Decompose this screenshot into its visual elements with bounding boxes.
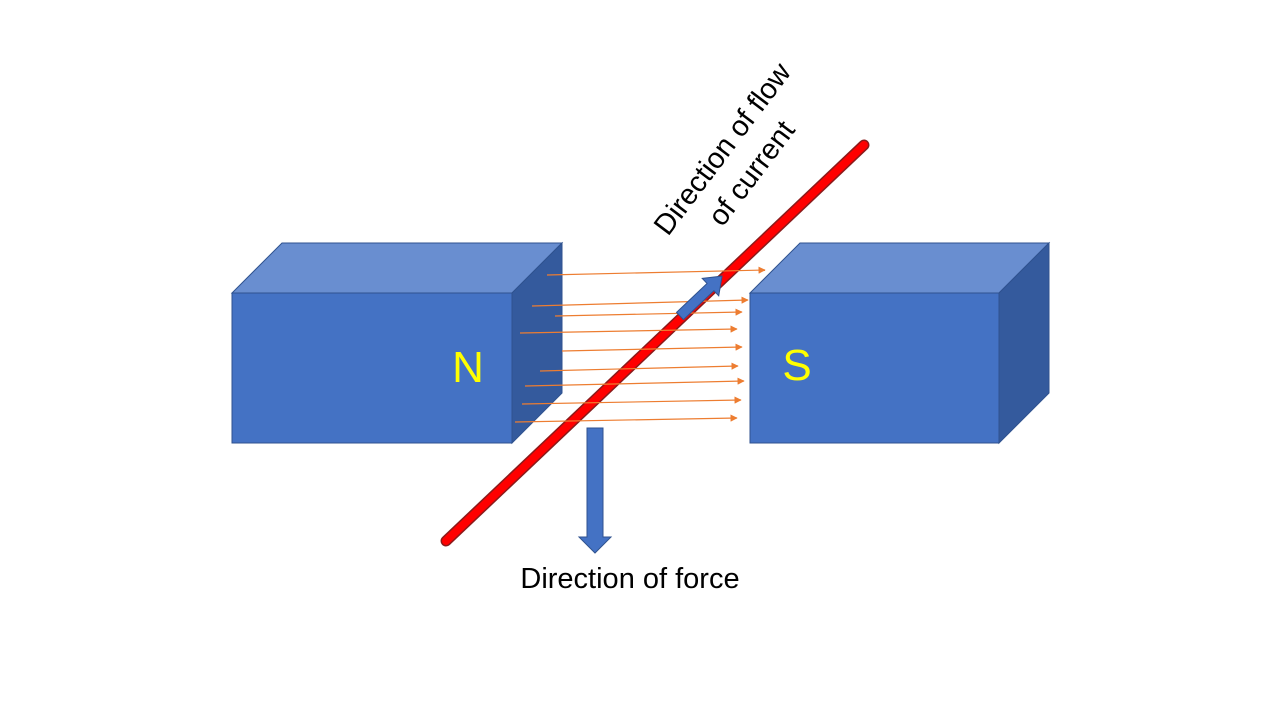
field-line (554, 308, 743, 317)
field-line (539, 362, 739, 372)
south-magnet (748, 241, 1051, 445)
magnetic-field-lines (514, 266, 766, 423)
south-pole-label: S (782, 341, 811, 390)
field-line (519, 325, 738, 334)
current-carrying-wire (440, 139, 870, 547)
south-magnet-top (748, 242, 1051, 294)
field-line (546, 266, 766, 276)
south-magnet-front (749, 292, 1000, 444)
field-line (561, 343, 743, 352)
force-direction-caption: Direction of force (520, 563, 739, 595)
field-line (531, 296, 749, 307)
north-magnet-front (231, 292, 513, 444)
north-magnet-top (230, 242, 564, 294)
north-pole-label: N (452, 343, 484, 392)
force-direction-arrow (577, 427, 613, 554)
north-magnet (230, 241, 564, 445)
field-line (521, 396, 742, 405)
current-direction-caption: Direction of flow of current (648, 56, 802, 241)
field-line (514, 414, 738, 423)
current-direction-arrow (675, 275, 723, 321)
field-line (524, 377, 745, 387)
